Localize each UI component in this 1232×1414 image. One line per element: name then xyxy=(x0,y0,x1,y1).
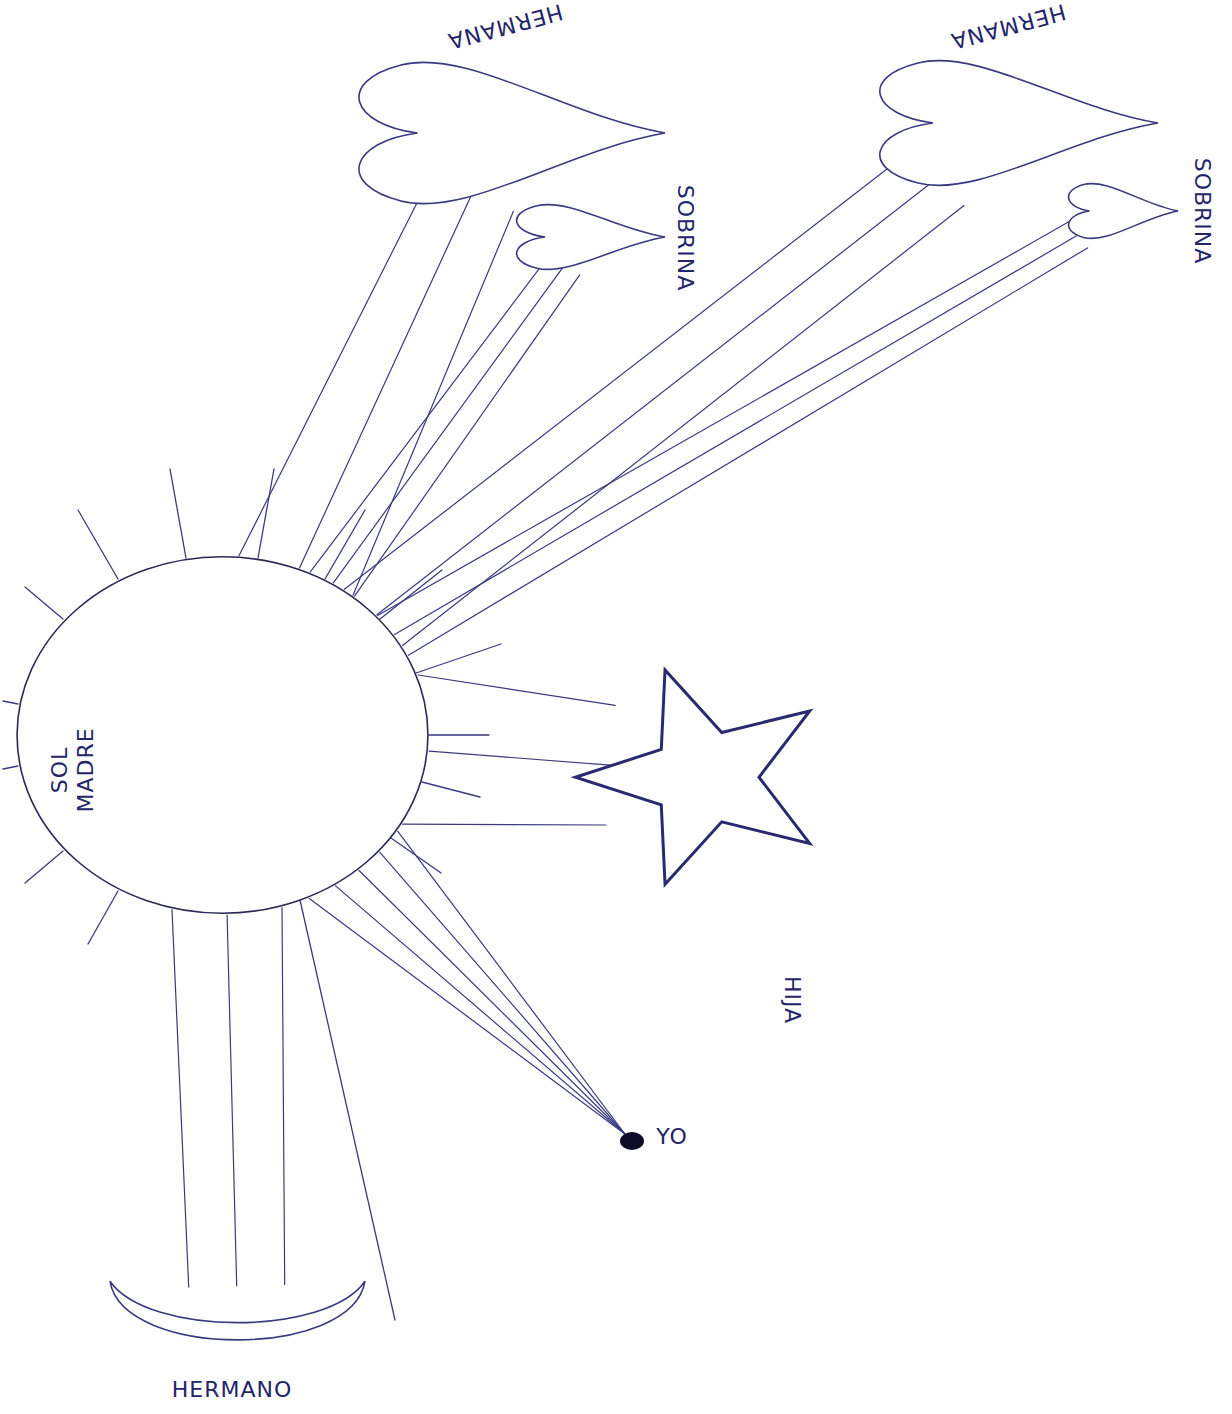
beam-line xyxy=(429,751,610,765)
heart-shape: SOBRINA xyxy=(505,198,665,276)
node-label: YO xyxy=(656,1124,688,1150)
node-label: HERMANA xyxy=(947,0,1068,54)
light-beam xyxy=(378,220,1088,655)
heart-shape-outline xyxy=(858,48,1158,198)
heart-shape: HERMANA xyxy=(335,48,665,218)
light-beam xyxy=(403,675,615,825)
moon-crescent-outline xyxy=(110,1272,365,1364)
beam-line xyxy=(282,908,285,1285)
node-label: SOBRINA xyxy=(672,185,698,292)
heart-shape-outline xyxy=(335,48,665,218)
star-shape-outline xyxy=(570,655,840,890)
moon-crescent: HERMANO xyxy=(110,1272,365,1364)
beam-line xyxy=(395,234,1080,634)
beam-line xyxy=(309,899,625,1135)
node-label: HIJA xyxy=(779,976,805,1024)
beam-line xyxy=(398,831,625,1134)
beam-line xyxy=(403,824,606,826)
node-label: SOBRINA xyxy=(1189,158,1215,265)
beam-line xyxy=(409,248,1088,655)
beam-line xyxy=(378,220,1072,615)
beam-line xyxy=(355,275,580,596)
light-beam xyxy=(309,831,625,1134)
beam-line xyxy=(300,193,473,568)
beam-line xyxy=(359,871,625,1135)
heart-shape-outline xyxy=(1060,178,1178,244)
comet-dot-outline xyxy=(620,1131,644,1151)
beam-line xyxy=(172,910,189,1287)
star-shape: HIJA xyxy=(570,655,840,890)
heart-shape: SOBRINA xyxy=(1060,178,1178,244)
light-beam xyxy=(172,908,285,1288)
beam-line xyxy=(344,146,917,590)
light-beam xyxy=(310,254,579,596)
heart-shape: HERMANA xyxy=(858,48,1158,198)
node-label: HERMANA xyxy=(444,0,565,54)
beam-line xyxy=(377,176,941,615)
node-label: HERMANO xyxy=(172,1377,293,1403)
beam-line xyxy=(310,254,550,572)
beam-line xyxy=(333,264,565,583)
beam-line xyxy=(380,852,625,1134)
beam-line xyxy=(418,675,615,705)
beam-line xyxy=(336,886,625,1134)
sun-circle: SOL MADRE xyxy=(15,555,430,915)
heart-shape-outline xyxy=(505,198,665,276)
light-beam xyxy=(344,146,964,646)
beam-line xyxy=(227,915,237,1286)
comet-dot: YO xyxy=(620,1131,644,1151)
node-label: SOL MADRE xyxy=(47,725,100,815)
beam-line xyxy=(239,174,432,556)
light-beam xyxy=(239,174,513,595)
